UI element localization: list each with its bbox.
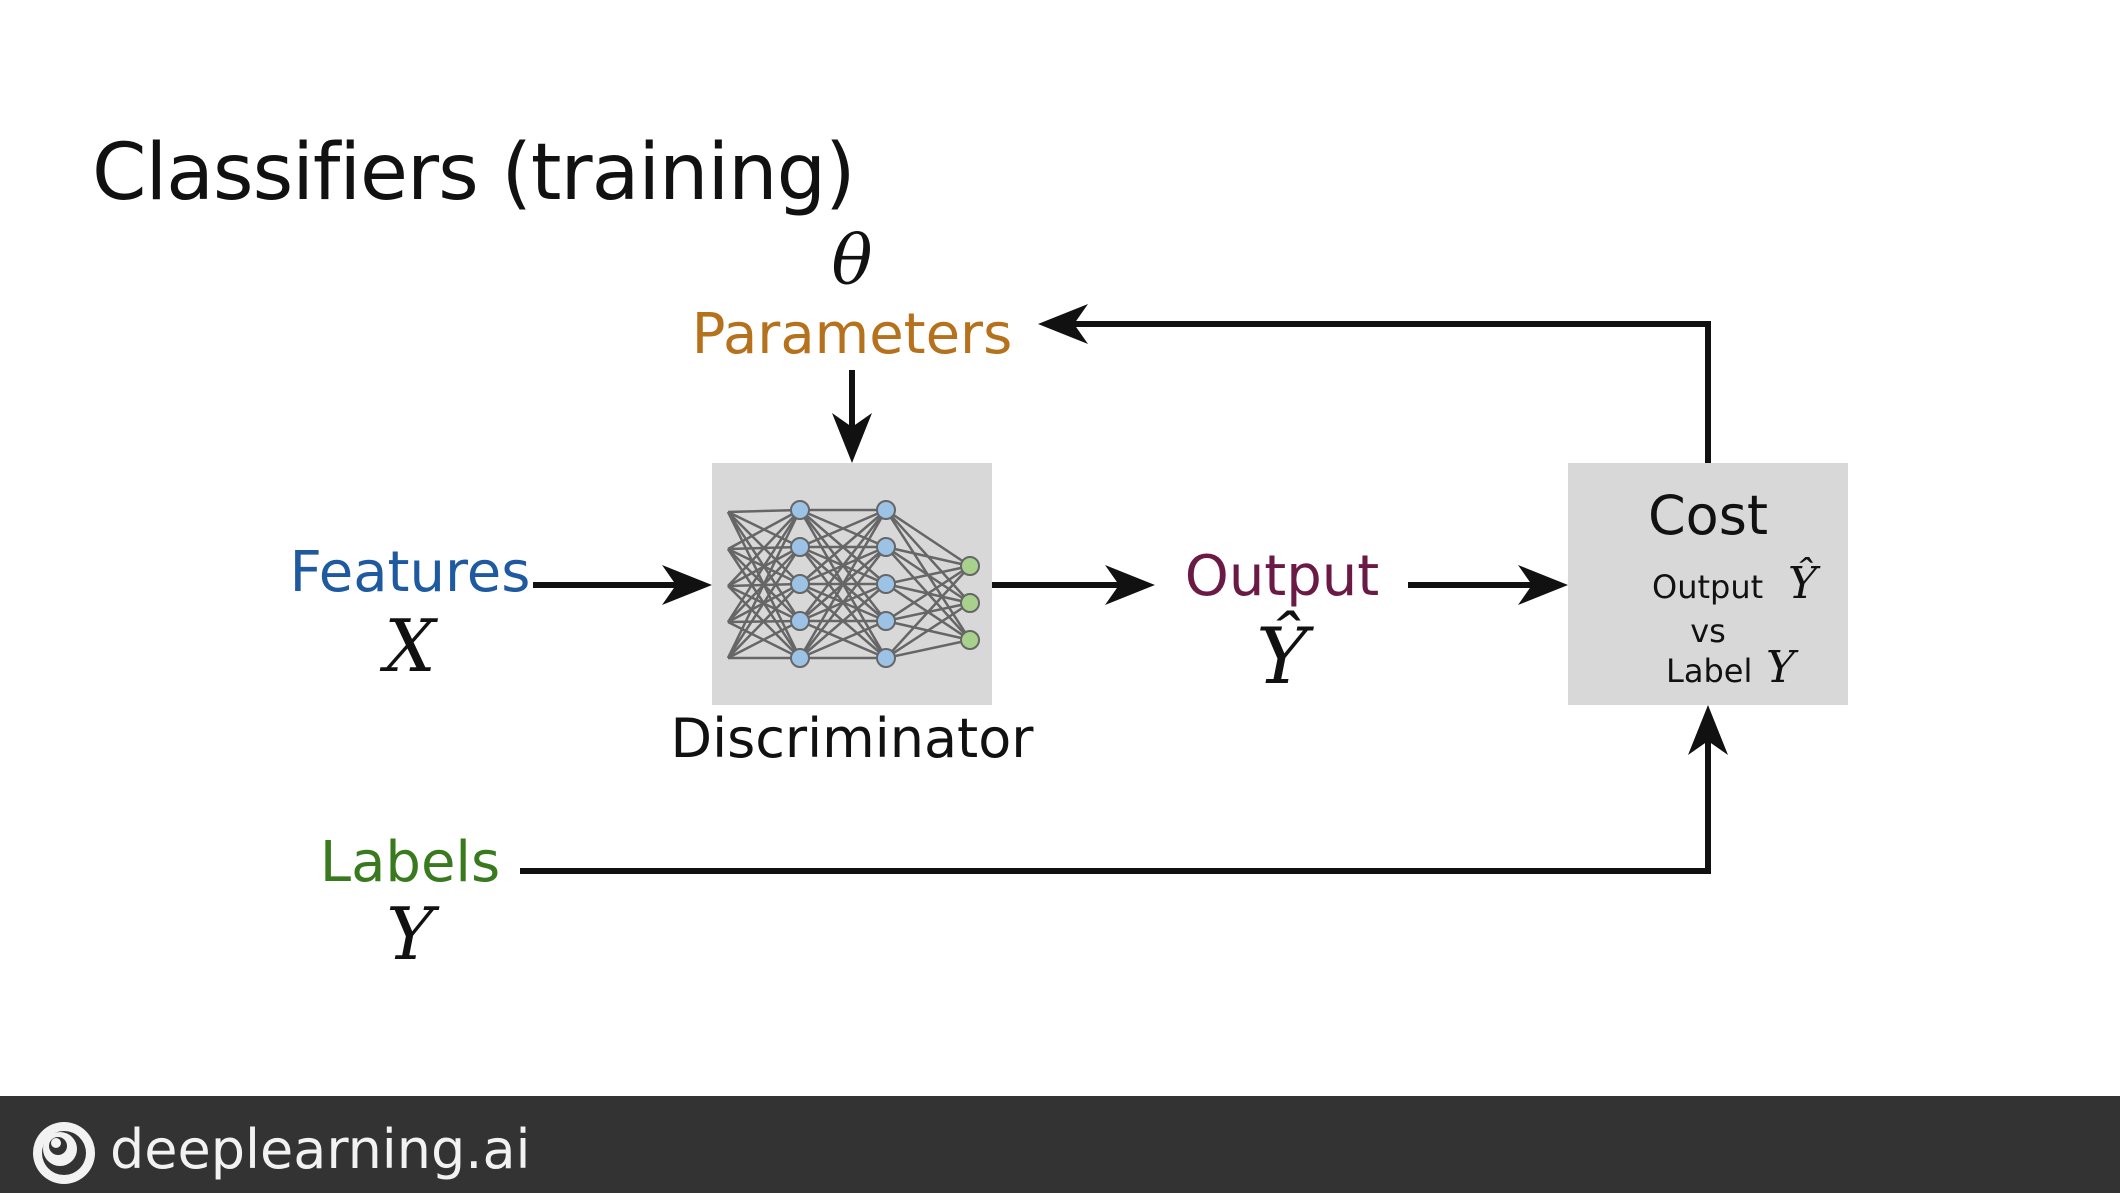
nn-connection [727, 509, 801, 587]
arrow-labels-to-cost [520, 705, 1728, 874]
nn-connection [727, 508, 801, 551]
neural-network-icon [726, 500, 980, 668]
features-symbol: X [384, 604, 436, 688]
nn-node [876, 500, 896, 520]
nn-connection [885, 508, 971, 568]
output-label: Output [1184, 544, 1380, 609]
nn-node [790, 648, 810, 668]
nn-connection [727, 583, 801, 659]
cost-label-text: Label [1666, 652, 1753, 690]
nn-connection [885, 638, 971, 660]
arrow-cost-to-parameters [1038, 304, 1711, 463]
footer-brand: deeplearning.ai [110, 1118, 531, 1181]
nn-connection [799, 509, 887, 585]
deeplearning-ai-logo-icon [33, 1122, 95, 1184]
cost-output-text: Output [1652, 568, 1764, 606]
nn-node [876, 537, 896, 557]
nn-connection [798, 509, 888, 659]
nn-connection [885, 565, 971, 659]
arrow-features-to-discriminator [533, 565, 712, 605]
discriminator-label: Discriminator [670, 707, 1034, 770]
cost-label-symbol: Y [1766, 642, 1796, 693]
footer-bar [0, 1096, 2120, 1193]
labels-label: Labels [319, 830, 501, 895]
cost-box [1568, 463, 1848, 705]
nn-node [960, 556, 980, 576]
nn-node [876, 648, 896, 668]
nn-connection [799, 509, 887, 622]
features-label: Features [289, 540, 531, 605]
nn-node [876, 574, 896, 594]
nn-node [790, 537, 810, 557]
labels-symbol: Y [386, 892, 434, 976]
cost-output-symbol: Ŷ [1788, 558, 1818, 609]
output-symbol: Ŷ [1256, 612, 1308, 702]
nn-connection [799, 508, 887, 549]
nn-connection [885, 545, 971, 568]
nn-connection [885, 564, 971, 586]
arrow-discriminator-to-output [992, 565, 1155, 605]
theta-symbol: θ [831, 222, 873, 301]
arrow-output-to-cost [1408, 565, 1568, 605]
nn-node [876, 611, 896, 631]
slide-title: Classifiers (training) [92, 128, 856, 218]
nn-connection [799, 546, 887, 659]
nn-connection [727, 619, 801, 660]
cost-title: Cost [1647, 484, 1769, 547]
nn-connection [726, 509, 802, 623]
nn-node [960, 593, 980, 613]
nn-connection [799, 619, 887, 660]
nn-connection [727, 508, 801, 514]
nn-connection [799, 583, 887, 659]
parameters-label: Parameters [691, 302, 1013, 367]
nn-connection [726, 546, 802, 659]
arrow-parameters-to-discriminator [832, 370, 872, 463]
nn-node [790, 611, 810, 631]
nn-connection [885, 564, 971, 623]
nn-connection [726, 509, 802, 659]
nn-connection [885, 601, 971, 660]
nn-node [790, 574, 810, 594]
nn-node [790, 500, 810, 520]
nn-node [960, 630, 980, 650]
cost-vs-text: vs [1690, 612, 1726, 650]
